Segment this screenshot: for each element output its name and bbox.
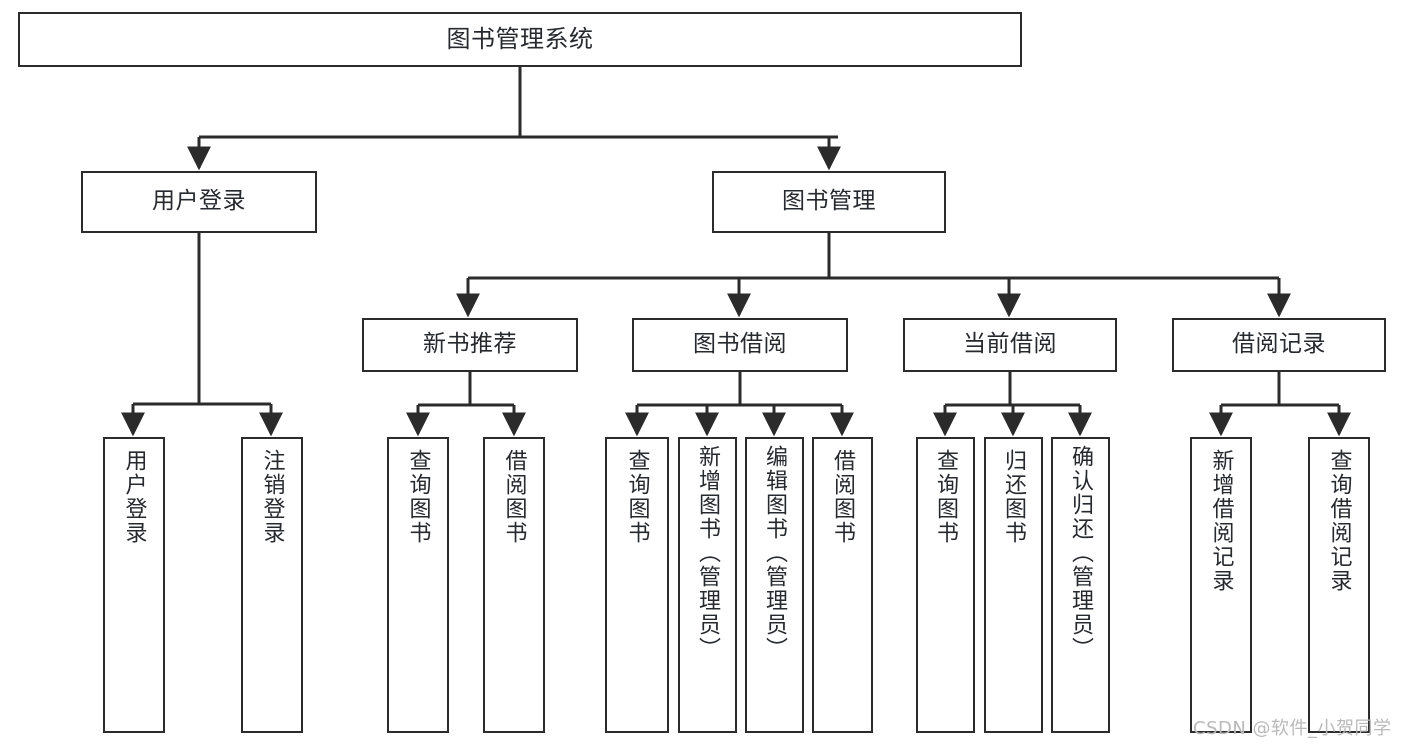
node-root[interactable]: 图书管理系统 bbox=[18, 12, 1022, 67]
node-book-management[interactable]: 图书管理 bbox=[712, 171, 946, 233]
leaf-add-borrow-record[interactable]: 新增借阅记录 bbox=[1190, 437, 1252, 733]
leaf-add-book-admin-label: 新增图书（管理员） bbox=[695, 445, 721, 661]
node-new-book-recommend[interactable]: 新书推荐 bbox=[362, 318, 578, 372]
leaf-add-borrow-record-label: 新增借阅记录 bbox=[1208, 449, 1234, 593]
leaf-borrow-book-bb-label: 借阅图书 bbox=[830, 449, 856, 545]
node-current-borrow-label: 当前借阅 bbox=[963, 331, 1057, 358]
leaf-query-book-cb[interactable]: 查询图书 bbox=[916, 437, 975, 733]
node-root-label: 图书管理系统 bbox=[446, 25, 594, 54]
node-new-book-recommend-label: 新书推荐 bbox=[423, 331, 517, 358]
leaf-user-login[interactable]: 用户登录 bbox=[103, 437, 165, 733]
leaf-confirm-return-admin[interactable]: 确认归还（管理员） bbox=[1051, 437, 1110, 733]
node-book-management-label: 图书管理 bbox=[782, 188, 876, 215]
leaf-query-book-nb-label: 查询图书 bbox=[405, 449, 431, 545]
leaf-return-book[interactable]: 归还图书 bbox=[984, 437, 1043, 733]
leaf-query-book-nb[interactable]: 查询图书 bbox=[387, 437, 449, 733]
leaf-add-book-admin[interactable]: 新增图书（管理员） bbox=[678, 437, 737, 733]
leaf-query-borrow-record-label: 查询借阅记录 bbox=[1326, 449, 1352, 593]
node-book-borrow[interactable]: 图书借阅 bbox=[632, 318, 848, 372]
leaf-return-book-label: 归还图书 bbox=[1001, 449, 1027, 545]
leaf-logout[interactable]: 注销登录 bbox=[241, 437, 303, 733]
node-book-borrow-label: 图书借阅 bbox=[693, 331, 787, 358]
node-borrow-record-label: 借阅记录 bbox=[1232, 331, 1326, 358]
leaf-borrow-book-bb[interactable]: 借阅图书 bbox=[812, 437, 873, 733]
watermark: CSDN @软件_小贺同学 bbox=[1193, 718, 1392, 739]
leaf-query-borrow-record[interactable]: 查询借阅记录 bbox=[1308, 437, 1370, 733]
leaf-query-book-bb[interactable]: 查询图书 bbox=[605, 437, 669, 733]
leaf-query-book-cb-label: 查询图书 bbox=[933, 449, 959, 545]
leaf-query-book-bb-label: 查询图书 bbox=[624, 449, 650, 545]
leaf-edit-book-admin[interactable]: 编辑图书（管理员） bbox=[745, 437, 804, 733]
node-user-login-label: 用户登录 bbox=[152, 188, 246, 215]
leaf-user-login-label: 用户登录 bbox=[121, 449, 147, 545]
leaf-edit-book-admin-label: 编辑图书（管理员） bbox=[762, 445, 788, 661]
node-user-login[interactable]: 用户登录 bbox=[81, 171, 317, 233]
leaf-logout-label: 注销登录 bbox=[259, 449, 285, 545]
node-current-borrow[interactable]: 当前借阅 bbox=[903, 318, 1117, 372]
leaf-borrow-book-nb-label: 借阅图书 bbox=[501, 449, 527, 545]
leaf-borrow-book-nb[interactable]: 借阅图书 bbox=[483, 437, 545, 733]
leaf-confirm-return-admin-label: 确认归还（管理员） bbox=[1068, 445, 1094, 661]
node-borrow-record[interactable]: 借阅记录 bbox=[1172, 318, 1386, 372]
